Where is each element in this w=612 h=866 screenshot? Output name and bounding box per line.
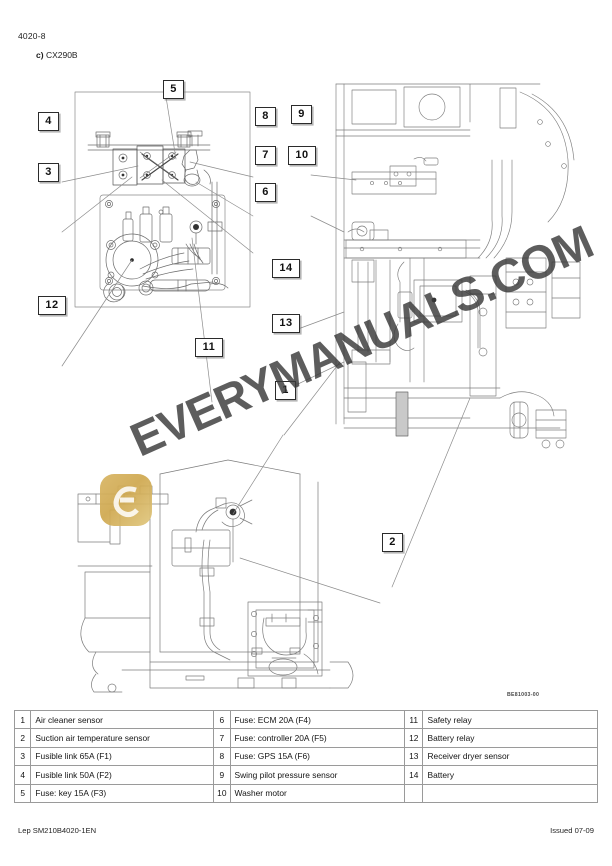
- callout-8[interactable]: 8: [255, 107, 276, 126]
- legend-num: 11: [404, 709, 424, 730]
- table-row: 2 Suction air temperature sensor 7 Fuse:…: [13, 728, 598, 748]
- callout-4[interactable]: 4: [38, 112, 59, 131]
- legend-table: 1 Air cleaner sensor 6 Fuse: ECM 20A (F4…: [13, 709, 598, 803]
- legend-text: Safety relay: [422, 709, 598, 730]
- legend-num: [404, 783, 424, 803]
- callout-7[interactable]: 7: [255, 146, 276, 165]
- technical-drawing: [0, 62, 612, 710]
- callout-3[interactable]: 3: [38, 163, 59, 182]
- legend-text: Battery: [422, 765, 598, 785]
- table-row: 1 Air cleaner sensor 6 Fuse: ECM 20A (F4…: [13, 709, 598, 730]
- footer-document-id: Lep SM210B4020-1EN: [18, 826, 97, 835]
- legend-text: Fuse: key 15A (F3): [30, 783, 215, 803]
- legend-num: 13: [404, 746, 424, 767]
- table-row: 5 Fuse: key 15A (F3) 10 Washer motor: [13, 783, 598, 803]
- legend-text: Battery relay: [422, 728, 598, 748]
- section-letter: c): [36, 50, 44, 60]
- legend-num: 3: [13, 746, 32, 767]
- callout-2[interactable]: 2: [382, 533, 403, 552]
- legend-num: 10: [213, 783, 231, 803]
- legend-text: Air cleaner sensor: [30, 709, 215, 730]
- legend-text: [422, 783, 598, 803]
- legend-text: Fusible link 50A (F2): [30, 765, 215, 785]
- legend-text: Fuse: ECM 20A (F4): [229, 709, 406, 730]
- legend-num: 2: [13, 728, 32, 748]
- legend-num: 5: [13, 783, 32, 803]
- legend-text: Fuse: GPS 15A (F6): [229, 746, 406, 767]
- legend-num: 14: [404, 765, 424, 785]
- legend-num: 1: [13, 709, 32, 730]
- table-row: 3 Fusible link 65A (F1) 8 Fuse: GPS 15A …: [13, 746, 598, 767]
- callout-9[interactable]: 9: [291, 105, 312, 124]
- legend-num: 7: [213, 728, 231, 748]
- callout-11[interactable]: 11: [195, 338, 223, 357]
- footer-issue-date: Issued 07-09: [550, 826, 594, 835]
- callout-5[interactable]: 5: [163, 80, 184, 99]
- callout-13[interactable]: 13: [272, 314, 300, 333]
- legend-text: Washer motor: [229, 783, 406, 803]
- legend-text: Receiver dryer sensor: [422, 746, 598, 767]
- callout-14[interactable]: 14: [272, 259, 300, 278]
- legend-text: Fusible link 65A (F1): [30, 746, 215, 767]
- legend-num: 6: [213, 709, 231, 730]
- page-number: 4020-8: [18, 31, 46, 41]
- legend-num: 4: [13, 765, 32, 785]
- callout-12[interactable]: 12: [38, 296, 66, 315]
- callout-10[interactable]: 10: [288, 146, 316, 165]
- legend-num: 12: [404, 728, 424, 748]
- callout-6[interactable]: 6: [255, 183, 276, 202]
- legend-num: 8: [213, 746, 231, 767]
- drawing-code: BE81003-00: [507, 692, 540, 698]
- model-name: CX290B: [45, 50, 78, 60]
- legend-text: Swing pilot pressure sensor: [229, 765, 406, 785]
- callout-1[interactable]: 1: [275, 381, 296, 400]
- legend-text: Fuse: controller 20A (F5): [229, 728, 406, 748]
- section-heading: c) CX290B: [36, 50, 78, 60]
- legend-num: 9: [213, 765, 231, 785]
- table-row: 4 Fusible link 50A (F2) 9 Swing pilot pr…: [13, 765, 598, 785]
- legend-text: Suction air temperature sensor: [30, 728, 215, 748]
